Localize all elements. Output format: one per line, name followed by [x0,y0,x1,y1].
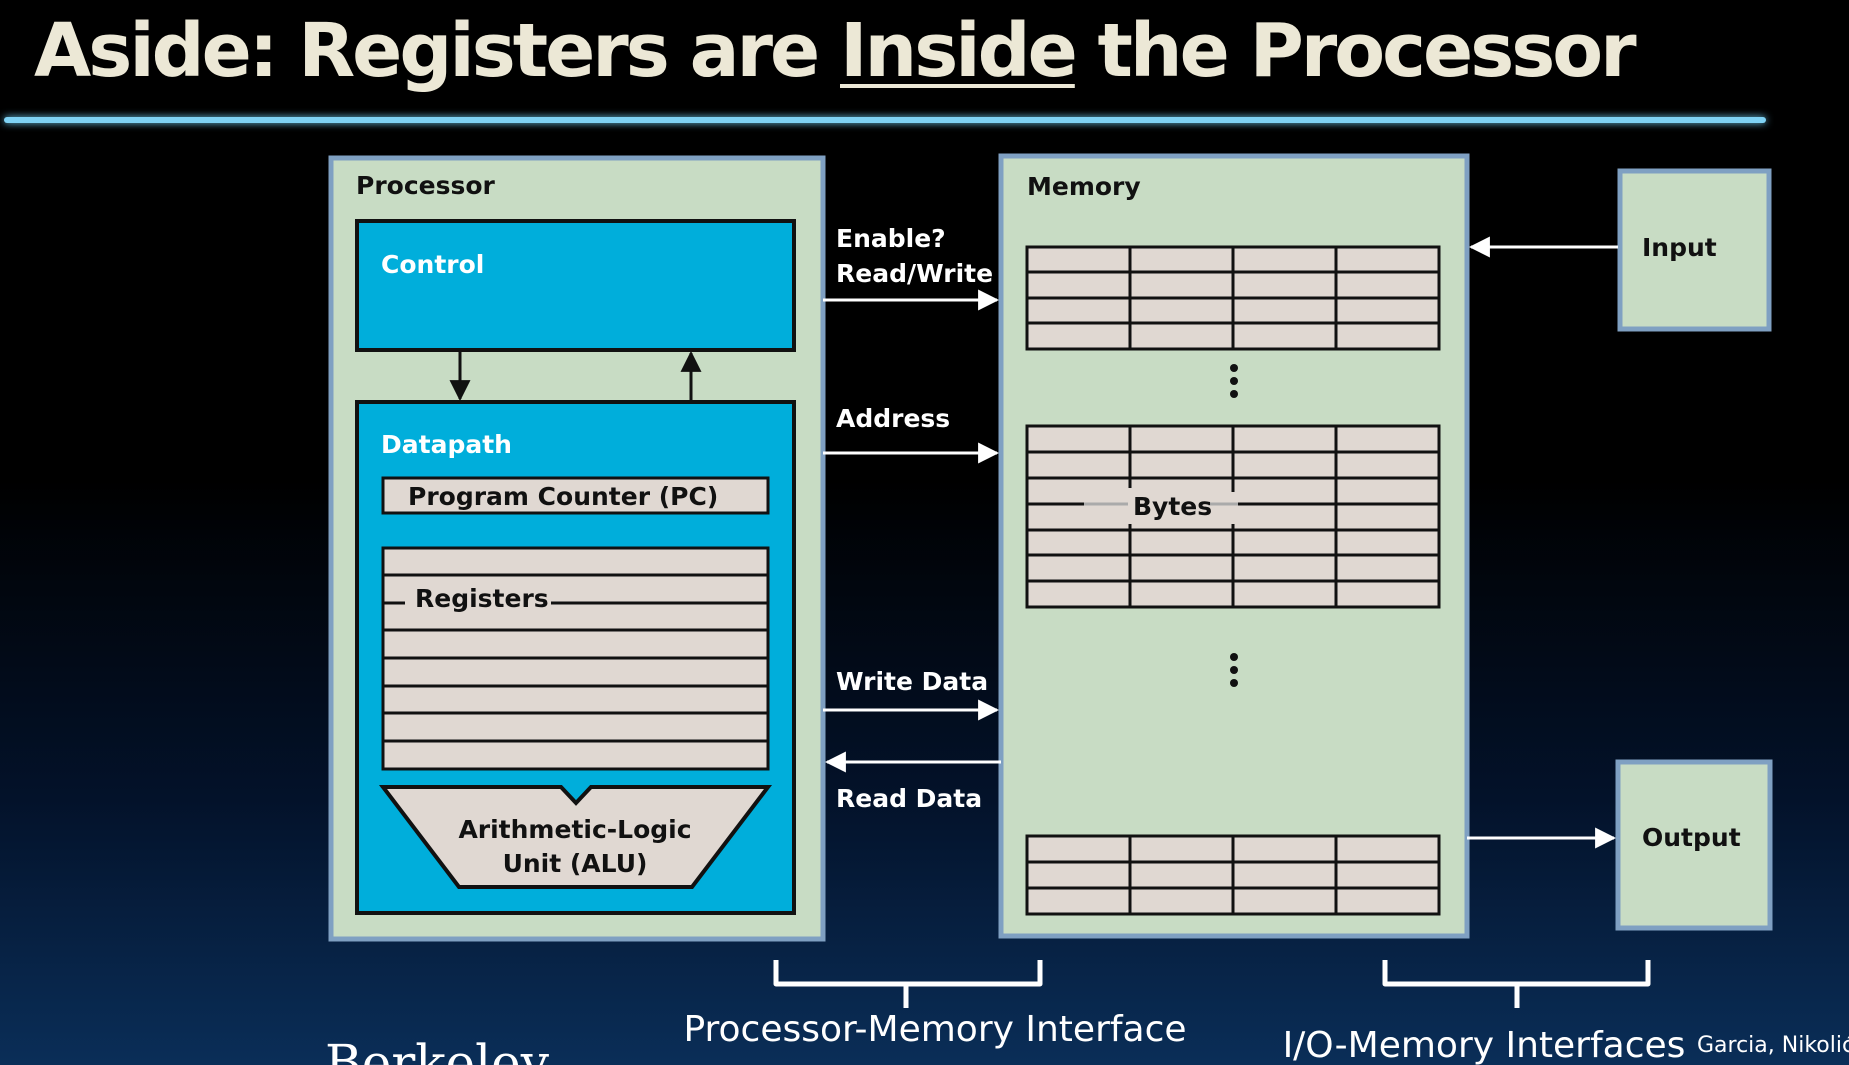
memory-block-middle: Bytes [1025,424,1441,609]
vertical-ellipsis-bottom [1230,653,1238,687]
title-suffix: the Processor [1074,8,1637,94]
register-file: Registers [381,546,770,771]
memory-box: Memory [998,153,1470,939]
processor-memory-interface-label: Processor-Memory Interface [683,1009,1186,1050]
alu-label-line1: Arithmetic-Logic [458,815,691,844]
memory-block-bottom [1025,834,1441,916]
slide-title: Aside: Registers are Inside the Processo… [34,8,1637,94]
memory-block-top [1025,245,1441,351]
enable-signal-label: Enable? [836,224,946,253]
io-memory-brace [1382,960,1651,1008]
processor-memory-brace [773,960,1043,1008]
alu: Arithmetic-Logic Unit (ALU) [378,785,773,889]
datapath-label: Datapath [381,430,512,459]
output-label: Output [1642,823,1741,852]
datapath-unit: Datapath Program Counter (PC) Registers [355,400,796,915]
title-underline-rule [4,117,1766,123]
address-signal-label: Address [836,404,950,433]
input-label: Input [1642,233,1717,262]
alu-label-line2: Unit (ALU) [503,849,648,878]
control-label: Control [381,250,484,279]
title-emphasis: Inside [840,8,1078,94]
program-counter: Program Counter (PC) [381,476,770,515]
registers-label: Registers [415,584,549,613]
processor-box: Processor Control Datapath Program Count… [328,155,826,942]
memory-label: Memory [1027,172,1141,201]
vertical-ellipsis-top [1230,364,1238,398]
read-data-signal-label: Read Data [836,784,982,813]
pc-label: Program Counter (PC) [408,482,718,511]
processor-label: Processor [356,171,496,200]
control-unit: Control [355,219,796,352]
bytes-label: Bytes [1133,492,1212,521]
output-device-box: Output [1615,759,1773,931]
credit-text: Garcia, Nikolić [1697,1033,1849,1058]
title-prefix: Aside: Registers are [34,8,840,94]
write-data-signal-label: Write Data [836,667,988,696]
input-device-box: Input [1617,168,1772,332]
io-memory-interfaces-label: I/O-Memory Interfaces [1283,1025,1686,1065]
read-write-signal-label: Read/Write [836,259,993,288]
berkeley-fragment: Berkeley [325,1034,550,1065]
